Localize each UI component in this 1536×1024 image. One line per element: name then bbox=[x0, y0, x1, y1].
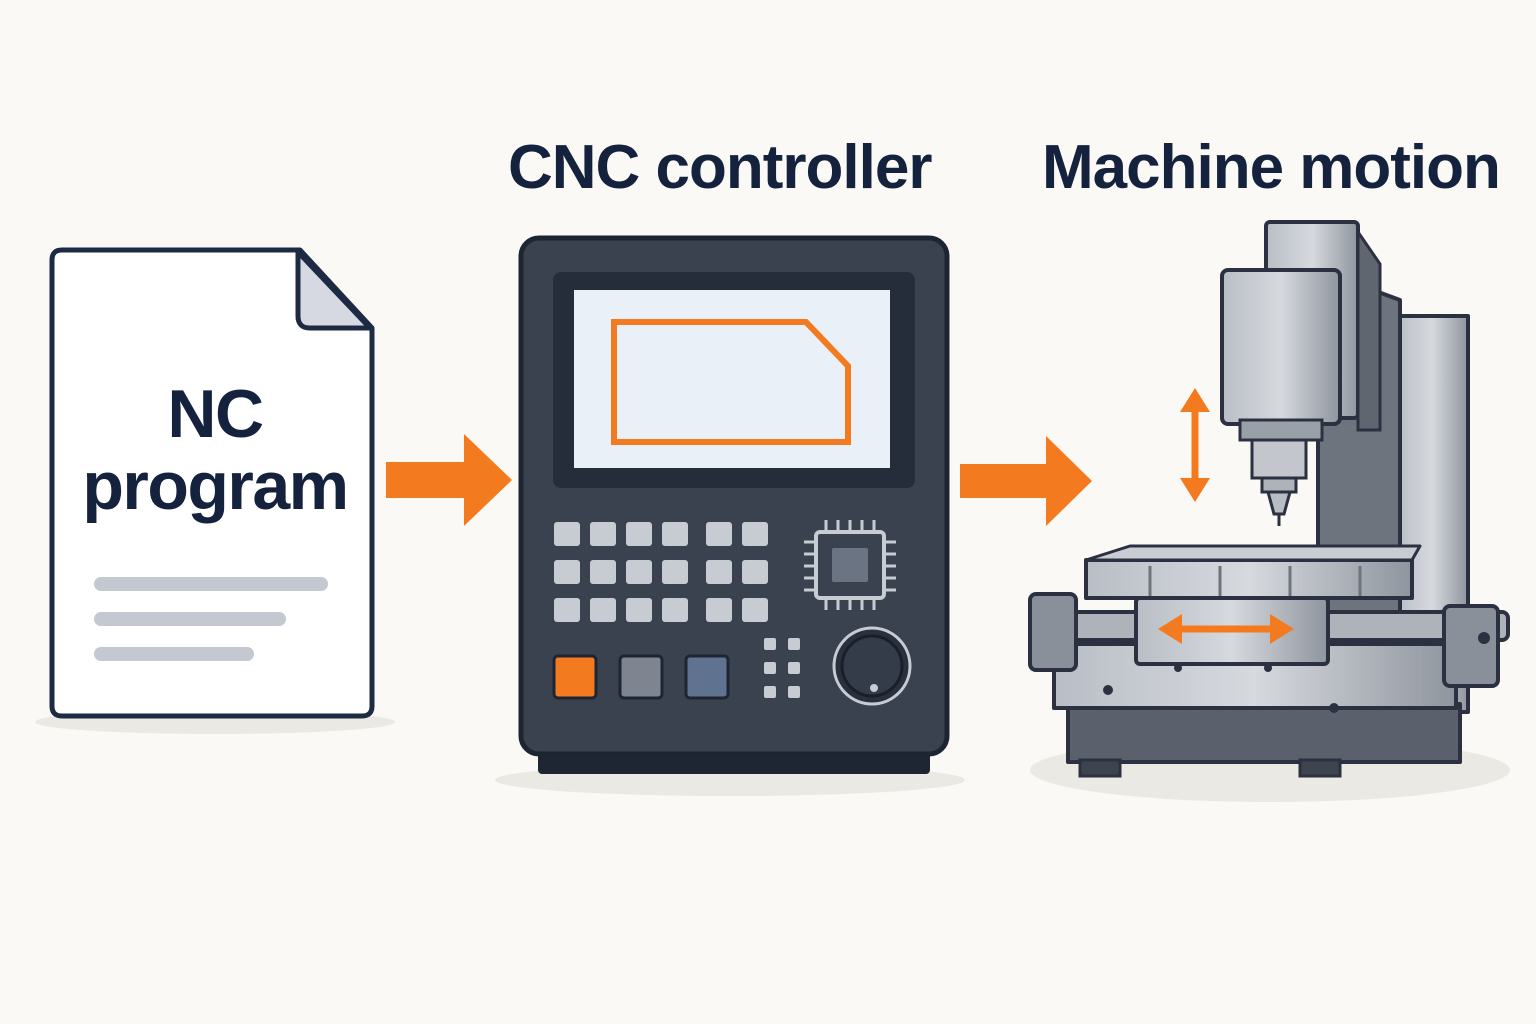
rail-end-block bbox=[1028, 592, 1078, 672]
x-axis-arrow bbox=[1158, 614, 1294, 644]
function-button bbox=[684, 654, 730, 700]
flow-arrow-2 bbox=[960, 436, 1092, 526]
work-table bbox=[1084, 558, 1414, 600]
spindle-head bbox=[1220, 268, 1342, 426]
cnc-controller-icon bbox=[518, 235, 950, 774]
z-axis-arrow bbox=[1180, 388, 1210, 502]
rail-end-block bbox=[1442, 604, 1500, 688]
nc-program-label-line2: program bbox=[82, 448, 349, 524]
nc-program-label: NC program bbox=[60, 378, 370, 522]
cutting-tool bbox=[1266, 490, 1292, 516]
document-text-line bbox=[94, 612, 286, 626]
mini-keypad bbox=[764, 638, 800, 698]
spindle-chuck bbox=[1250, 438, 1308, 480]
cycle-start-button bbox=[552, 654, 598, 700]
milling-machine-icon bbox=[1028, 220, 1510, 778]
toolpath-outline bbox=[611, 319, 851, 445]
nc-program-label-line1: NC bbox=[167, 376, 264, 452]
function-button bbox=[618, 654, 664, 700]
document-icon bbox=[49, 247, 375, 719]
machine-base bbox=[1066, 702, 1462, 764]
keypad bbox=[554, 522, 768, 622]
cnc-controller-title: CNC controller bbox=[508, 133, 932, 202]
cpu-chip-icon bbox=[804, 520, 896, 610]
flow-arrow-1 bbox=[386, 434, 512, 526]
document-text-line bbox=[94, 647, 254, 661]
document-text-line bbox=[94, 577, 328, 591]
rotary-knob-icon bbox=[832, 626, 912, 706]
machine-motion-title: Machine motion bbox=[1042, 133, 1501, 202]
